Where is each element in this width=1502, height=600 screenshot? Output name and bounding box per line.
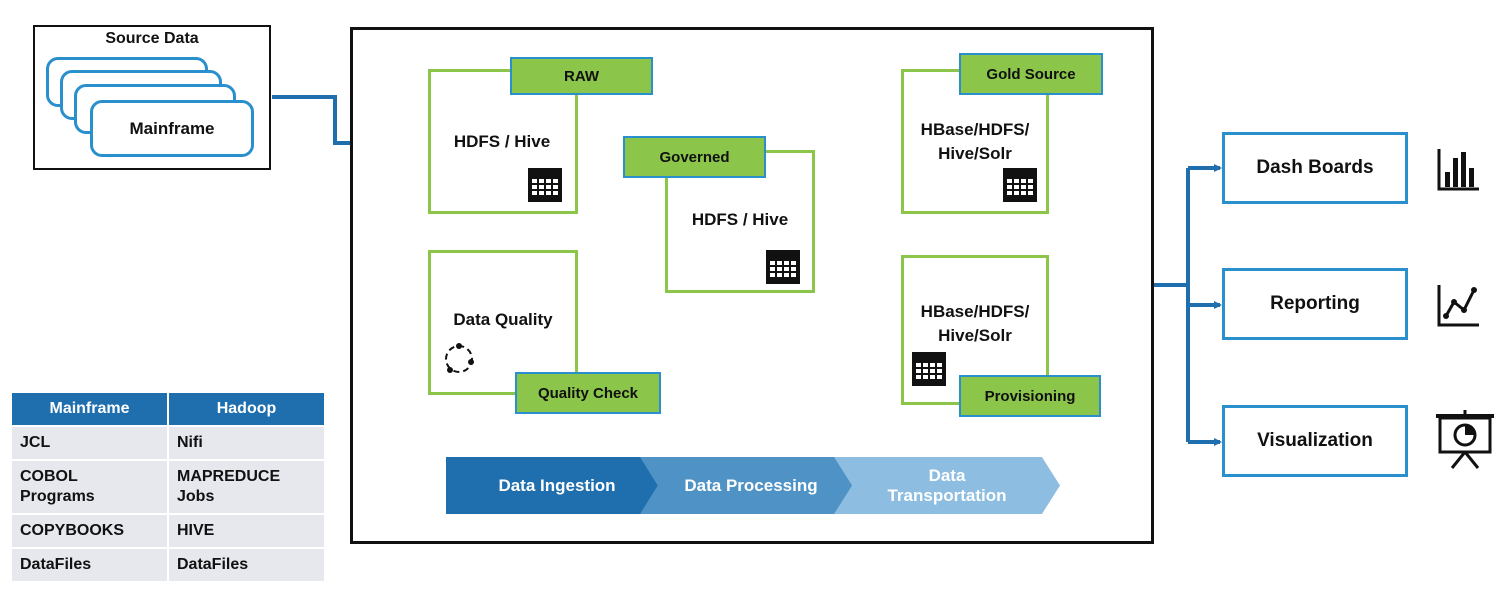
raw-storage-label: HDFS / Hive bbox=[453, 132, 551, 151]
table-cell: COBOL Programs bbox=[12, 461, 167, 513]
table-cell: Nifi bbox=[169, 427, 324, 459]
table-row: COBOL Programs MAPREDUCE Jobs bbox=[12, 461, 324, 513]
table-cell: COPYBOOKS bbox=[12, 515, 167, 547]
stage-data-processing-label: Data Processing bbox=[684, 475, 818, 495]
table-icon bbox=[766, 250, 800, 284]
cycle-icon bbox=[445, 343, 474, 373]
provisioning-label-line1: HBase/HDFS/ bbox=[920, 302, 1030, 321]
table-cell: JCL bbox=[12, 427, 167, 459]
line-chart-icon bbox=[1437, 285, 1479, 327]
dashboards-label: Dash Boards bbox=[1256, 157, 1374, 178]
presentation-icon bbox=[1436, 410, 1494, 469]
provisioning-label: HBase/HDFS/ Hive/Solr bbox=[904, 300, 1046, 348]
gold-source-label: HBase/HDFS/ Hive/Solr bbox=[904, 118, 1046, 166]
visualization-box: Visualization bbox=[1222, 405, 1408, 477]
table-cell-line: Jobs bbox=[177, 488, 215, 505]
stage-data-ingestion-label: Data Ingestion bbox=[498, 475, 616, 495]
column-header-hadoop: Hadoop bbox=[169, 393, 324, 425]
dashboards-box: Dash Boards bbox=[1222, 132, 1408, 204]
gold-source-label-line1: HBase/HDFS/ bbox=[920, 120, 1030, 139]
table-cell-line: Programs bbox=[20, 488, 95, 505]
table-cell: HIVE bbox=[169, 515, 324, 547]
mainframe-hadoop-table: Mainframe Hadoop JCL Nifi COBOL Programs… bbox=[10, 391, 326, 583]
table-icon bbox=[1003, 168, 1037, 202]
stage-data-transportation-label: Data Transportation bbox=[887, 466, 1006, 506]
mainframe-source-card: Mainframe bbox=[90, 100, 254, 157]
table-icon bbox=[528, 168, 562, 202]
table-cell-line: COBOL bbox=[20, 468, 78, 485]
table-row: COPYBOOKS HIVE bbox=[12, 515, 324, 547]
data-quality-label: Data Quality bbox=[453, 310, 553, 329]
governed-storage-label: HDFS / Hive bbox=[691, 210, 789, 229]
table-cell-line: MAPREDUCE bbox=[177, 468, 281, 485]
stage-data-transportation-line1: Data bbox=[928, 465, 966, 485]
table-cell: MAPREDUCE Jobs bbox=[169, 461, 324, 513]
reporting-box: Reporting bbox=[1222, 268, 1408, 340]
raw-tag: RAW bbox=[510, 57, 653, 95]
source-data-title: Source Data bbox=[105, 30, 199, 47]
table-row: JCL Nifi bbox=[12, 427, 324, 459]
bar-chart-icon bbox=[1437, 149, 1479, 191]
gold-source-tag: Gold Source bbox=[959, 53, 1103, 95]
gold-source-label-line2: Hive/Solr bbox=[938, 144, 1012, 163]
governed-tag: Governed bbox=[623, 136, 766, 178]
table-cell: DataFiles bbox=[12, 549, 167, 581]
visualization-label: Visualization bbox=[1257, 430, 1373, 451]
quality-check-tag: Quality Check bbox=[515, 372, 661, 414]
table-icon bbox=[912, 352, 946, 386]
table-header-row: Mainframe Hadoop bbox=[12, 393, 324, 425]
table-cell: DataFiles bbox=[169, 549, 324, 581]
reporting-label: Reporting bbox=[1270, 293, 1360, 314]
column-header-mainframe: Mainframe bbox=[12, 393, 167, 425]
stage-data-processing: Data Processing bbox=[640, 457, 862, 514]
stage-data-ingestion: Data Ingestion bbox=[446, 457, 668, 514]
stage-data-transportation-line2: Transportation bbox=[887, 485, 1007, 505]
provisioning-tag: Provisioning bbox=[959, 375, 1101, 417]
stage-data-transportation: Data Transportation bbox=[834, 457, 1060, 514]
table-row: DataFiles DataFiles bbox=[12, 549, 324, 581]
data-quality-box bbox=[428, 250, 578, 395]
provisioning-label-line2: Hive/Solr bbox=[938, 326, 1012, 345]
mainframe-source-label: Mainframe bbox=[129, 118, 215, 138]
